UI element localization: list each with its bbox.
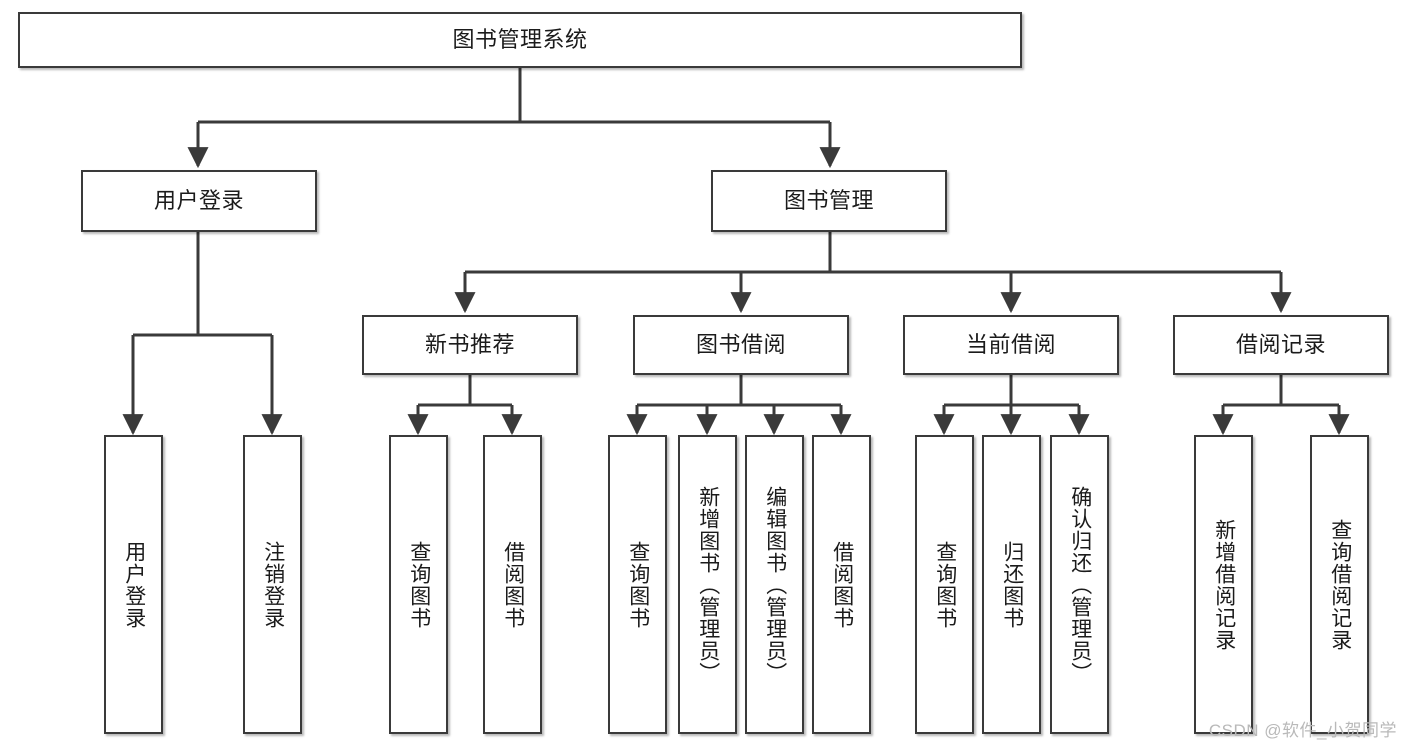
node-current[interactable]: 当前借阅	[903, 315, 1119, 375]
node-leaf-query-book-borrow-label: 查询图书	[626, 540, 650, 629]
node-newbook-label: 新书推荐	[424, 331, 515, 357]
node-leaf-query-book-current[interactable]: 查询图书	[915, 435, 974, 734]
node-leaf-borrow-book-label: 借阅图书	[830, 540, 854, 629]
node-bookmgmt[interactable]: 图书管理	[711, 170, 947, 232]
node-leaf-user-login[interactable]: 用户登录	[104, 435, 163, 734]
node-root-label: 图书管理系统	[452, 26, 588, 52]
node-leaf-user-login-label: 用户登录	[122, 540, 146, 629]
node-leaf-query-borrow-record-label: 查询借阅记录	[1328, 518, 1352, 651]
node-leaf-logout[interactable]: 注销登录	[243, 435, 302, 734]
node-leaf-query-book-borrow[interactable]: 查询图书	[608, 435, 667, 734]
node-login[interactable]: 用户登录	[81, 170, 317, 232]
node-borrow[interactable]: 图书借阅	[633, 315, 849, 375]
node-newbook[interactable]: 新书推荐	[362, 315, 578, 375]
node-borrow-label: 图书借阅	[695, 331, 786, 357]
node-leaf-edit-book-admin-label: 编辑图书（管理员）	[763, 485, 787, 684]
node-leaf-confirm-return-admin-label: 确认归还（管理员）	[1068, 485, 1092, 684]
node-leaf-borrow-book[interactable]: 借阅图书	[812, 435, 871, 734]
node-bookmgmt-label: 图书管理	[783, 187, 874, 213]
node-leaf-return-book[interactable]: 归还图书	[982, 435, 1041, 734]
node-leaf-return-book-label: 归还图书	[1000, 540, 1024, 629]
node-root[interactable]: 图书管理系统	[18, 12, 1022, 68]
node-leaf-add-book-admin-label: 新增图书（管理员）	[696, 485, 720, 684]
node-record[interactable]: 借阅记录	[1173, 315, 1389, 375]
node-leaf-edit-book-admin[interactable]: 编辑图书（管理员）	[745, 435, 804, 734]
node-current-label: 当前借阅	[965, 331, 1056, 357]
node-leaf-add-borrow-record-label: 新增借阅记录	[1212, 518, 1236, 651]
node-leaf-borrow-book-new-label: 借阅图书	[501, 540, 525, 629]
node-leaf-borrow-book-new[interactable]: 借阅图书	[483, 435, 542, 734]
node-login-label: 用户登录	[153, 187, 244, 213]
node-leaf-logout-label: 注销登录	[261, 540, 285, 629]
node-leaf-confirm-return-admin[interactable]: 确认归还（管理员）	[1050, 435, 1109, 734]
node-leaf-query-book-current-label: 查询图书	[933, 540, 957, 629]
node-leaf-query-borrow-record[interactable]: 查询借阅记录	[1310, 435, 1369, 734]
node-leaf-add-book-admin[interactable]: 新增图书（管理员）	[678, 435, 737, 734]
node-record-label: 借阅记录	[1235, 331, 1326, 357]
node-leaf-add-borrow-record[interactable]: 新增借阅记录	[1194, 435, 1253, 734]
node-leaf-query-book-new-label: 查询图书	[407, 540, 431, 629]
node-leaf-query-book-new[interactable]: 查询图书	[389, 435, 448, 734]
